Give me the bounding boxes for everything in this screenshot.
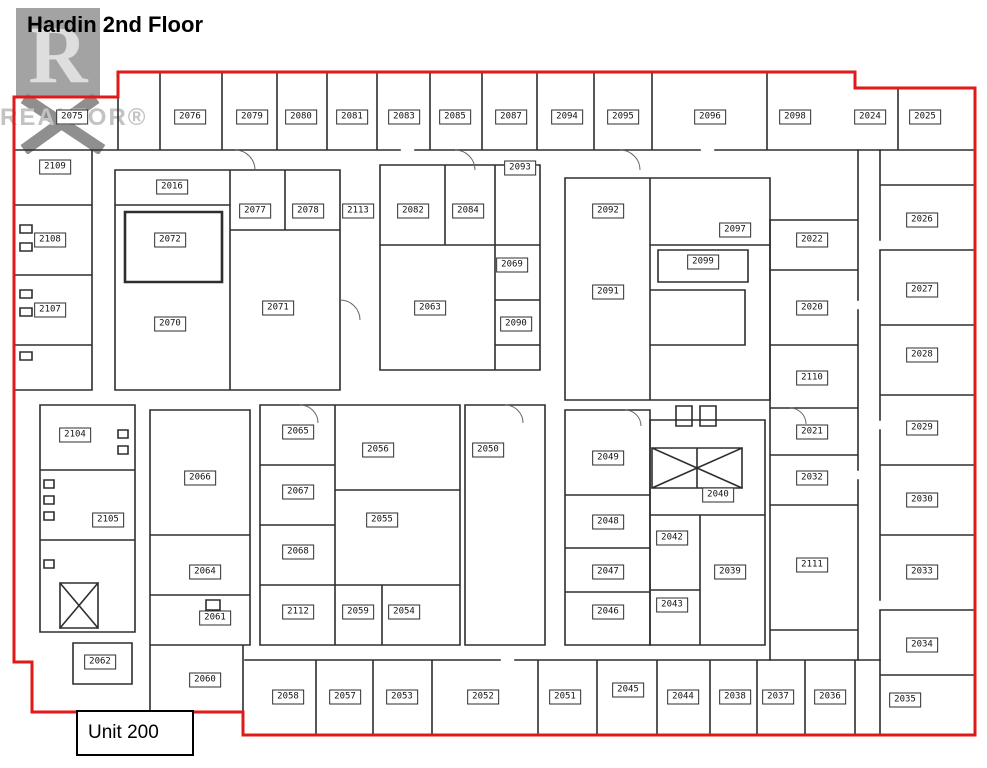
unit-boundary-outline	[12, 70, 977, 737]
realtor-logo: R	[8, 4, 133, 159]
realtor-logo-letter: R	[28, 9, 88, 100]
door-arcs	[234, 149, 807, 427]
interior-walls	[13, 71, 976, 736]
realtor-logo-graphic: R	[16, 8, 106, 155]
realtor-logo-box	[16, 8, 100, 96]
unit-label-text: Unit 200	[88, 722, 159, 743]
page-title: Hardin 2nd Floor	[27, 12, 203, 37]
unit-label: Unit 200	[76, 710, 194, 756]
